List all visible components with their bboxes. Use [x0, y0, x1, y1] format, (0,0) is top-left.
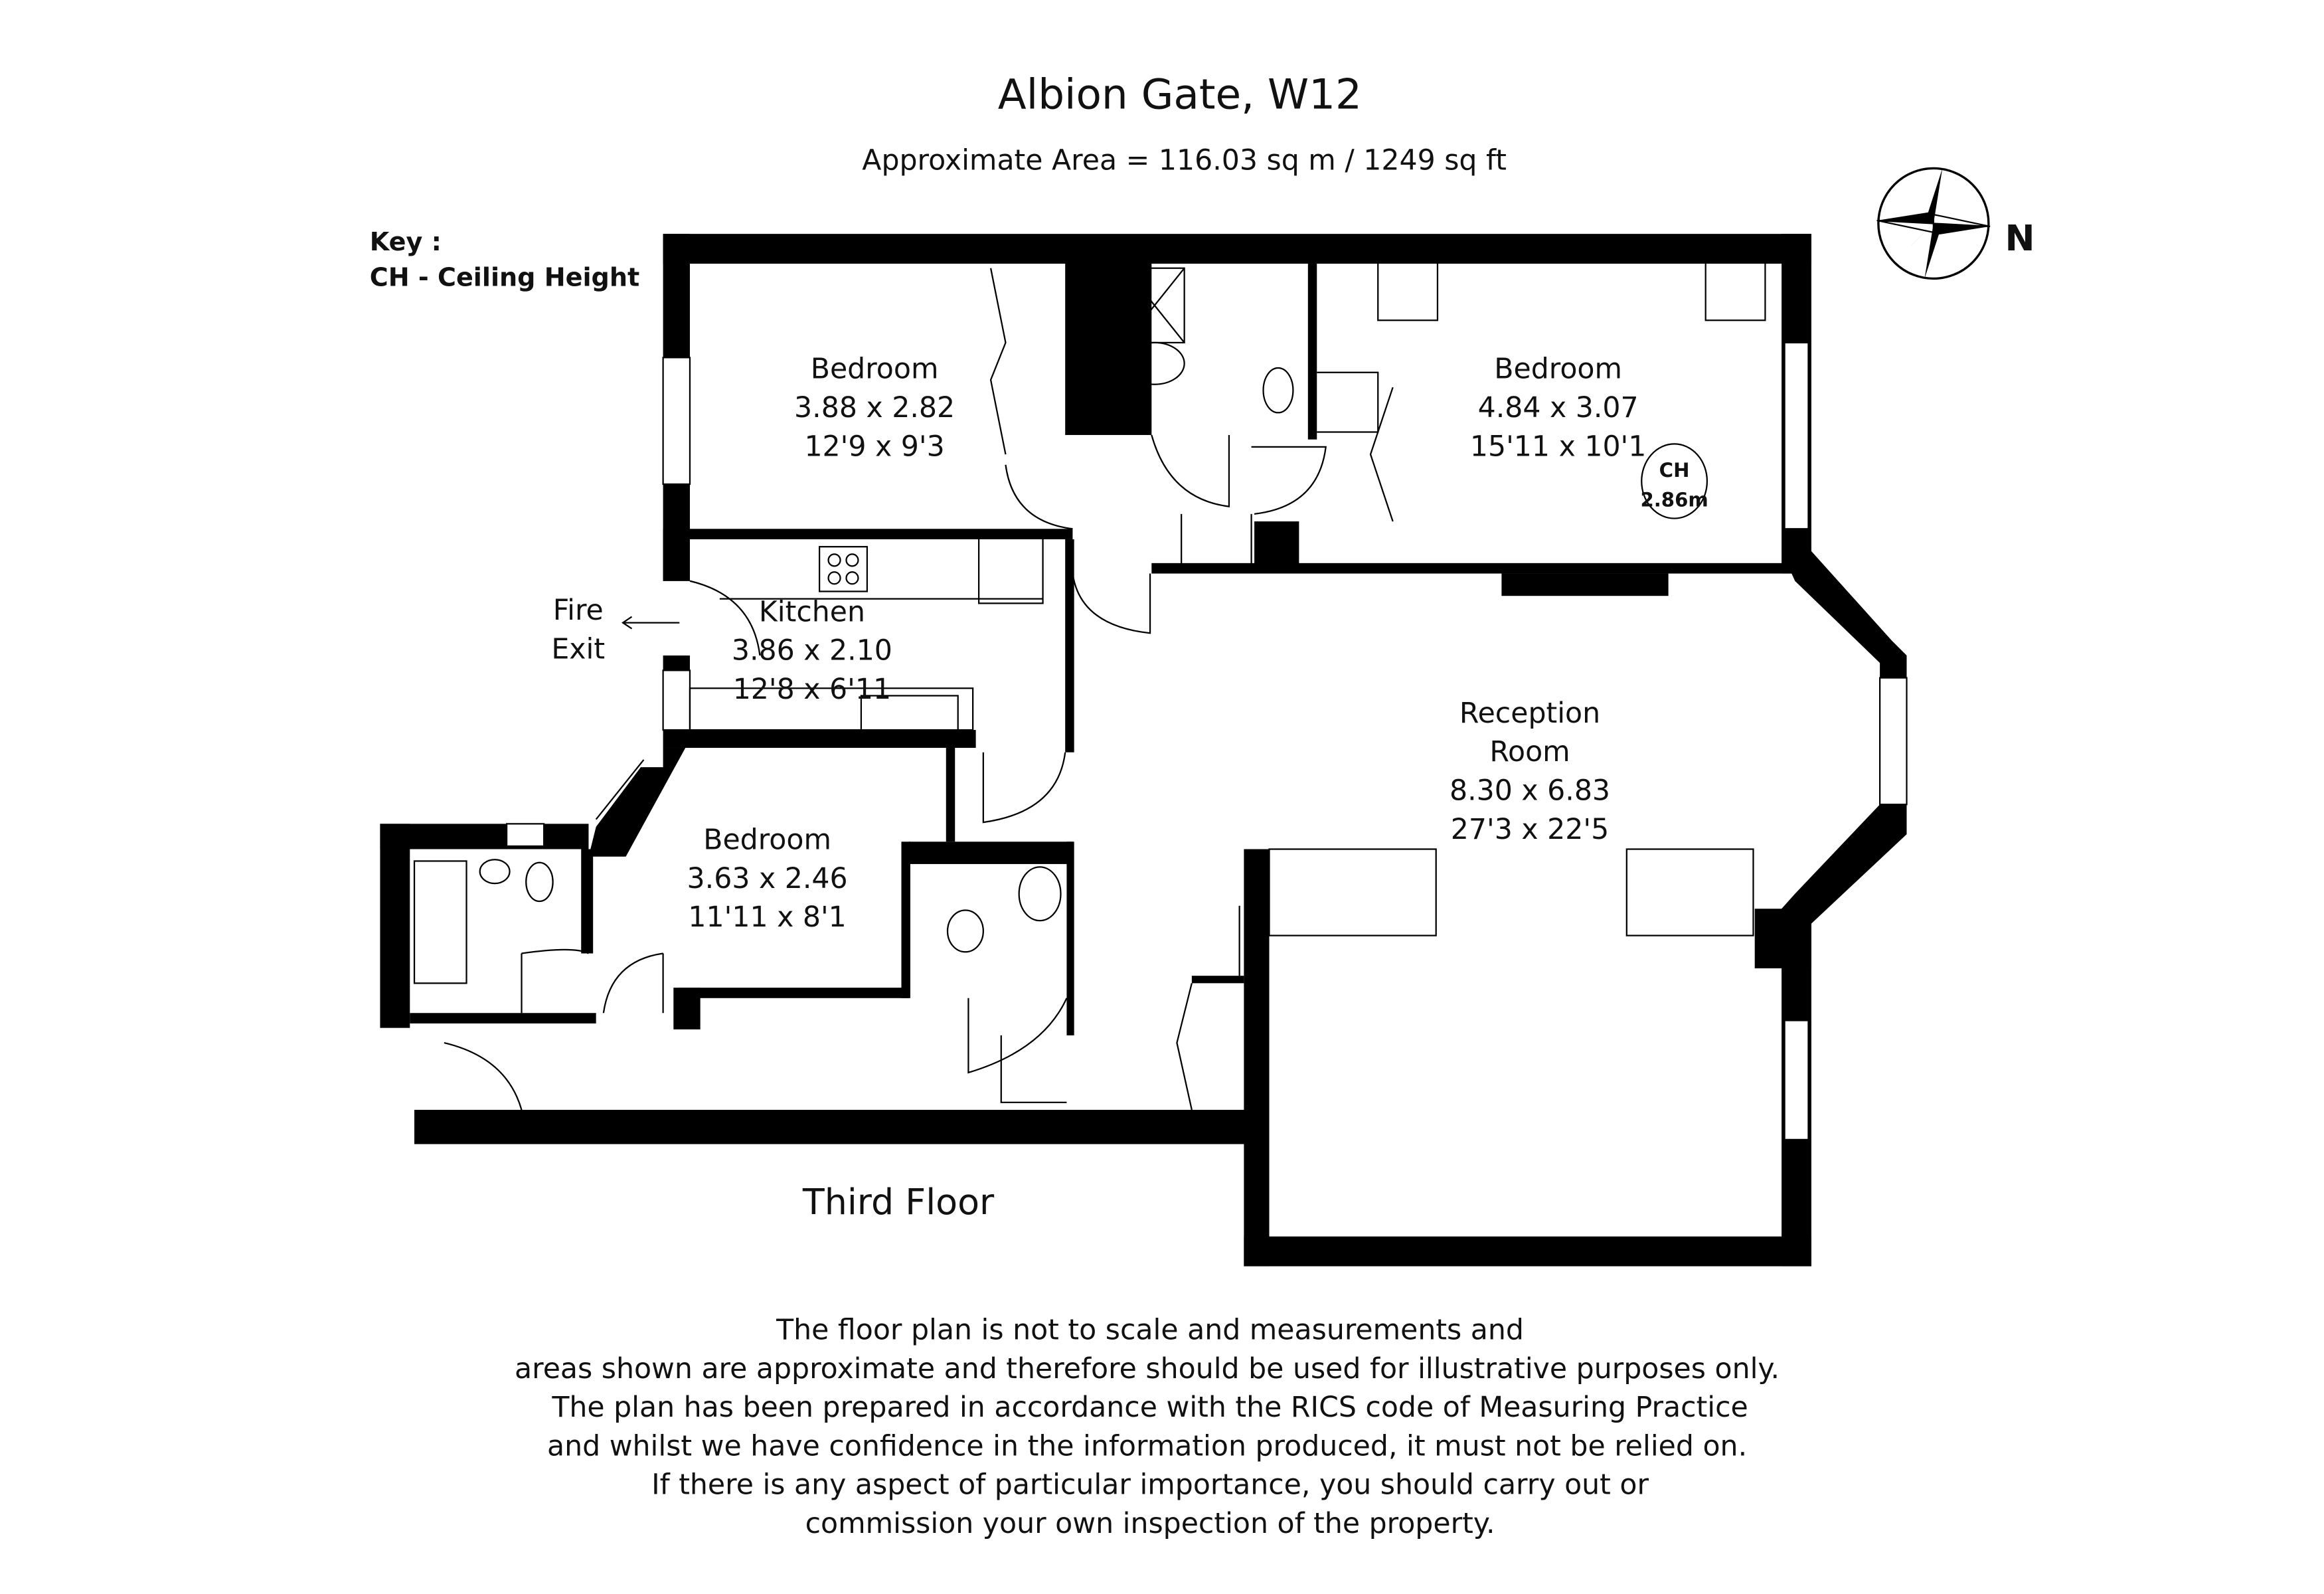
ceiling-height-value: 2.86m	[1640, 489, 1708, 511]
disclaimer: The floor plan is not to scale and measu…	[515, 1313, 1780, 1540]
room-bedroom-3: Bedroom 3.63 x 2.46 11'11 x 8'1	[687, 824, 848, 934]
windows	[505, 341, 1908, 1141]
room-name: Bedroom	[703, 824, 831, 857]
key-heading: Key :	[370, 227, 442, 256]
room-bedroom-1: Bedroom 3.88 x 2.82 12'9 x 9'3	[794, 353, 955, 464]
doors-and-fixtures	[413, 264, 1766, 1110]
room-metric: 3.86 x 2.10	[732, 634, 892, 667]
fire-exit-marker: Fire Exit	[551, 594, 680, 665]
room-name-line2: Room	[1489, 735, 1570, 768]
disclaimer-line: areas shown are approximate and therefor…	[515, 1352, 1780, 1385]
fire-exit-line1: Fire	[553, 594, 604, 627]
disclaimer-line: The floor plan is not to scale and measu…	[776, 1313, 1524, 1346]
room-imperial: 15'11 x 10'1	[1470, 430, 1647, 463]
room-metric: 3.88 x 2.82	[794, 391, 955, 424]
room-name: Bedroom	[1494, 353, 1622, 386]
room-reception: Reception Room 8.30 x 6.83 27'3 x 22'5	[1450, 697, 1610, 846]
plan-title: Albion Gate, W12	[998, 70, 1362, 119]
room-imperial: 11'11 x 8'1	[688, 901, 846, 934]
room-imperial: 12'8 x 6'11	[733, 673, 891, 706]
room-imperial: 27'3 x 22'5	[1451, 813, 1609, 846]
room-metric: 3.63 x 2.46	[687, 862, 848, 895]
disclaimer-line: and whilst we have confidence in the inf…	[547, 1429, 1747, 1462]
approximate-area: Approximate Area = 116.03 sq m / 1249 sq…	[862, 144, 1507, 177]
room-name: Kitchen	[759, 595, 865, 628]
room-name-line1: Reception	[1459, 697, 1600, 730]
disclaimer-line: commission your own inspection of the pr…	[805, 1507, 1495, 1540]
compass-north-label: N	[2005, 217, 2035, 259]
room-imperial: 12'9 x 9'3	[804, 430, 944, 463]
room-metric: 4.84 x 3.07	[1478, 391, 1639, 424]
ceiling-height-badge: CH 2.86m	[1640, 443, 1708, 519]
fire-exit-line2: Exit	[551, 632, 605, 665]
floor-label: Third Floor	[802, 1181, 995, 1223]
walls	[380, 234, 1907, 1267]
room-metric: 8.30 x 6.83	[1450, 774, 1610, 807]
key-entry: CH - Ceiling Height	[370, 263, 640, 292]
compass-rose-icon	[1876, 167, 1991, 280]
room-name: Bedroom	[811, 353, 939, 386]
disclaimer-line: If there is any aspect of particular imp…	[651, 1468, 1649, 1502]
disclaimer-line: The plan has been prepared in accordance…	[551, 1391, 1748, 1424]
room-kitchen: Kitchen 3.86 x 2.10 12'8 x 6'11	[732, 595, 892, 706]
room-bedroom-2: Bedroom 4.84 x 3.07 15'11 x 10'1	[1470, 353, 1647, 464]
ceiling-height-label: CH	[1659, 459, 1690, 482]
